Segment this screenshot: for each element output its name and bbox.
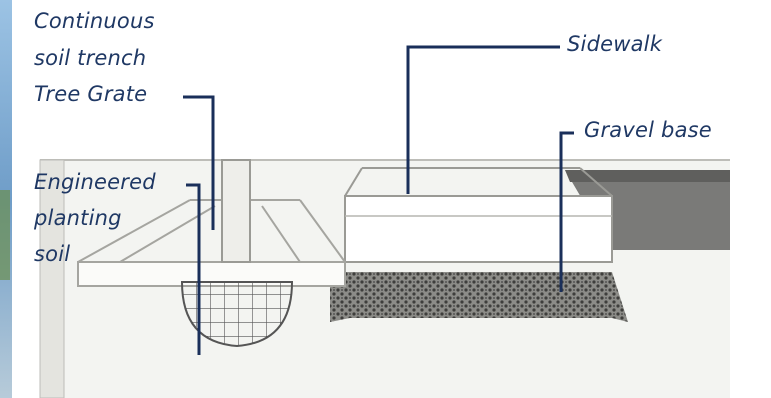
- label-engineered-planting-soil-line2: planting: [34, 204, 122, 232]
- label-engineered-planting-soil-line3: soil: [34, 240, 70, 268]
- label-gravel-base: Gravel base: [584, 116, 712, 144]
- gravel-base: [330, 272, 628, 322]
- label-engineered-planting-soil-line1: Engineered: [34, 168, 156, 196]
- label-continuous-soil-trench-line2: soil trench: [34, 44, 146, 72]
- label-continuous-soil-trench-line1: Continuous: [34, 7, 155, 35]
- label-sidewalk: Sidewalk: [567, 30, 662, 58]
- label-tree-grate: Tree Grate: [34, 80, 147, 108]
- sidewalk-slab: [345, 196, 612, 262]
- tree-trunk: [222, 160, 250, 262]
